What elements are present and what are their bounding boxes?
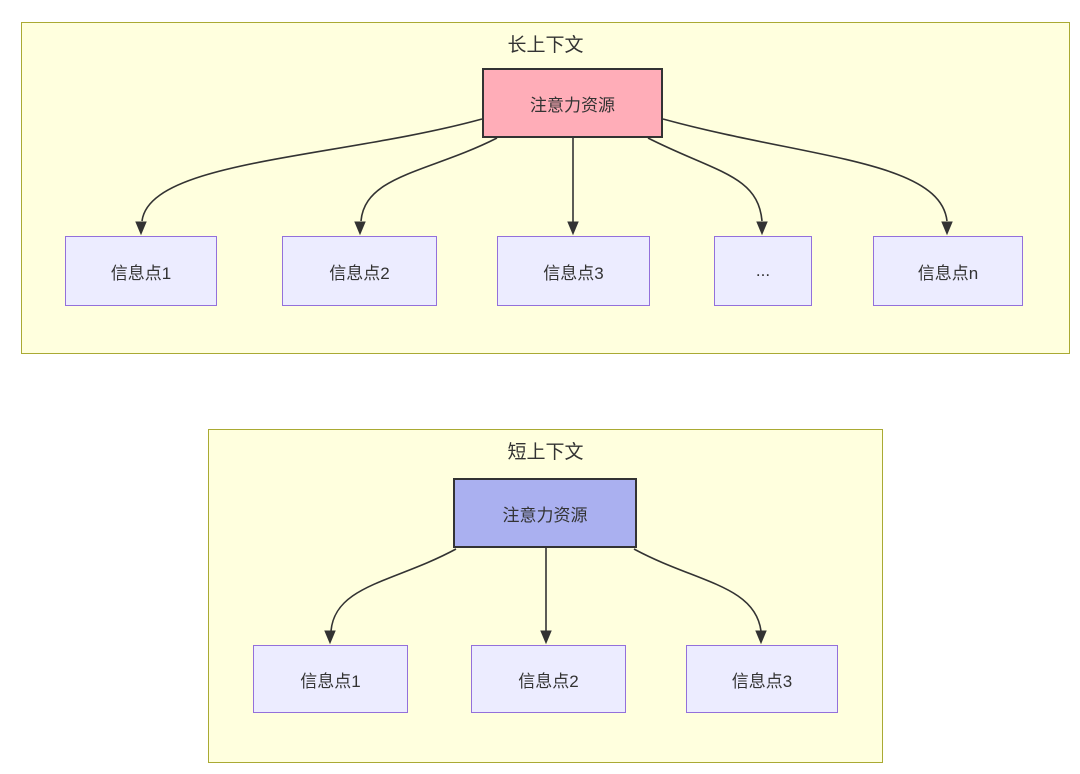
node-info-point-1-long: 信息点1 (65, 236, 217, 306)
node-attention-short: 注意力资源 (453, 478, 637, 548)
node-info-point-2-short: 信息点2 (471, 645, 626, 713)
node-attention-long: 注意力资源 (482, 68, 663, 138)
node-info-point-n-long: 信息点n (873, 236, 1023, 306)
short-context-title: 短上下文 (507, 442, 584, 463)
node-info-point-2-long: 信息点2 (282, 236, 437, 306)
node-info-point-3-short: 信息点3 (686, 645, 838, 713)
long-context-title: 长上下文 (507, 35, 584, 56)
node-info-point-3-long: 信息点3 (497, 236, 650, 306)
node-info-point-ellipsis-long: ... (714, 236, 812, 306)
node-info-point-1-short: 信息点1 (253, 645, 408, 713)
